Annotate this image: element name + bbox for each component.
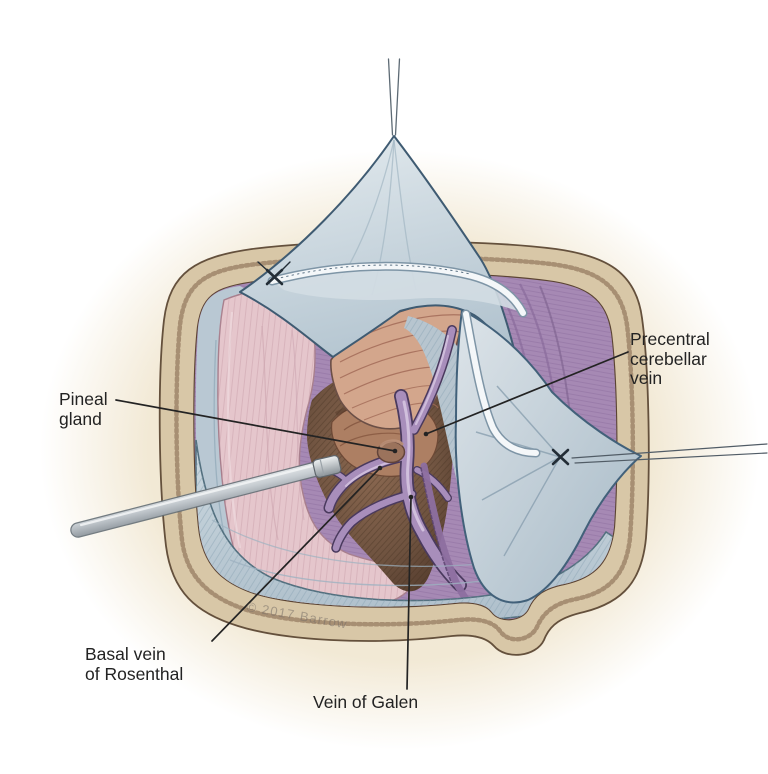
suture-knot-right xyxy=(551,448,570,466)
suture-thread-right xyxy=(571,443,768,459)
label-line: Vein of Galen xyxy=(313,692,419,712)
pineal-gland xyxy=(376,439,406,464)
occipital-lobe xyxy=(217,288,415,609)
label-line: Pineal xyxy=(59,389,108,409)
leader-dot xyxy=(423,431,429,437)
label-line: Basal vein xyxy=(85,644,166,664)
leader-dot xyxy=(377,465,383,471)
torn-dura-fringe xyxy=(420,467,453,585)
leader-dot xyxy=(392,448,398,454)
curl-stitch-marks xyxy=(275,264,471,280)
sheet-wave xyxy=(211,519,481,567)
flap-crease xyxy=(503,456,561,557)
suture-knot-left xyxy=(265,268,284,286)
label-line: of Rosenthal xyxy=(85,663,184,684)
suture-thread-right xyxy=(574,452,768,464)
tentorial-cut-edge xyxy=(267,261,528,318)
leader-line-precentral-cerebellar-vein xyxy=(425,351,629,435)
leader-dot xyxy=(408,494,414,500)
leader-line-vein-of-galen xyxy=(406,496,412,690)
label-precentral-cerebellar-vein: Precentral cerebellar vein xyxy=(630,329,710,389)
right-flap-shape xyxy=(454,309,642,604)
precentral-cerebellar-vein xyxy=(410,326,456,434)
cerebrum-contour xyxy=(261,325,279,541)
label-basal-vein-of-rosenthal: Basal vein of Rosenthal xyxy=(85,644,184,684)
flap-fold-white-edge xyxy=(463,311,539,456)
cerebrum-highlight xyxy=(227,311,242,549)
label-line: gland xyxy=(59,408,102,429)
suture-thread-top xyxy=(394,58,401,136)
label-line: cerebellar xyxy=(630,348,707,369)
suture-thread-top xyxy=(387,58,394,136)
sutures xyxy=(257,58,768,466)
suture-knot-left-tails xyxy=(257,261,291,272)
basal-vein-lower xyxy=(332,490,416,552)
instrument-highlight xyxy=(79,464,314,527)
label-vein-of-galen: Vein of Galen xyxy=(313,692,419,713)
label-line: vein xyxy=(630,368,663,388)
vein-highlight xyxy=(414,334,450,426)
label-pineal-gland: Pineal gland xyxy=(59,389,108,429)
instrument-tip xyxy=(312,455,342,478)
curl-wedge xyxy=(272,266,523,313)
leader-lines xyxy=(115,351,629,690)
flap-crease xyxy=(496,385,561,458)
bone-scallop-texture xyxy=(174,255,636,642)
instrument-shaft xyxy=(71,462,323,537)
curl-edge-white xyxy=(269,263,526,316)
vein-highlight xyxy=(402,400,425,532)
label-line: Precentral xyxy=(630,329,710,349)
pineal-highlight xyxy=(379,439,404,448)
folia-line xyxy=(363,402,439,421)
flap-crease xyxy=(475,431,561,458)
retractor-instrument xyxy=(70,455,342,538)
cerebrum-contour xyxy=(291,329,305,521)
leader-line-basal-vein-of-rosenthal xyxy=(211,467,381,642)
cerebrum-texture xyxy=(217,289,414,608)
dural-flap-right xyxy=(454,309,642,604)
flap-crease xyxy=(481,456,561,501)
vein-branch xyxy=(414,467,451,501)
leader-line-pineal-gland xyxy=(115,399,396,452)
instrument-tip-collar xyxy=(319,459,325,476)
